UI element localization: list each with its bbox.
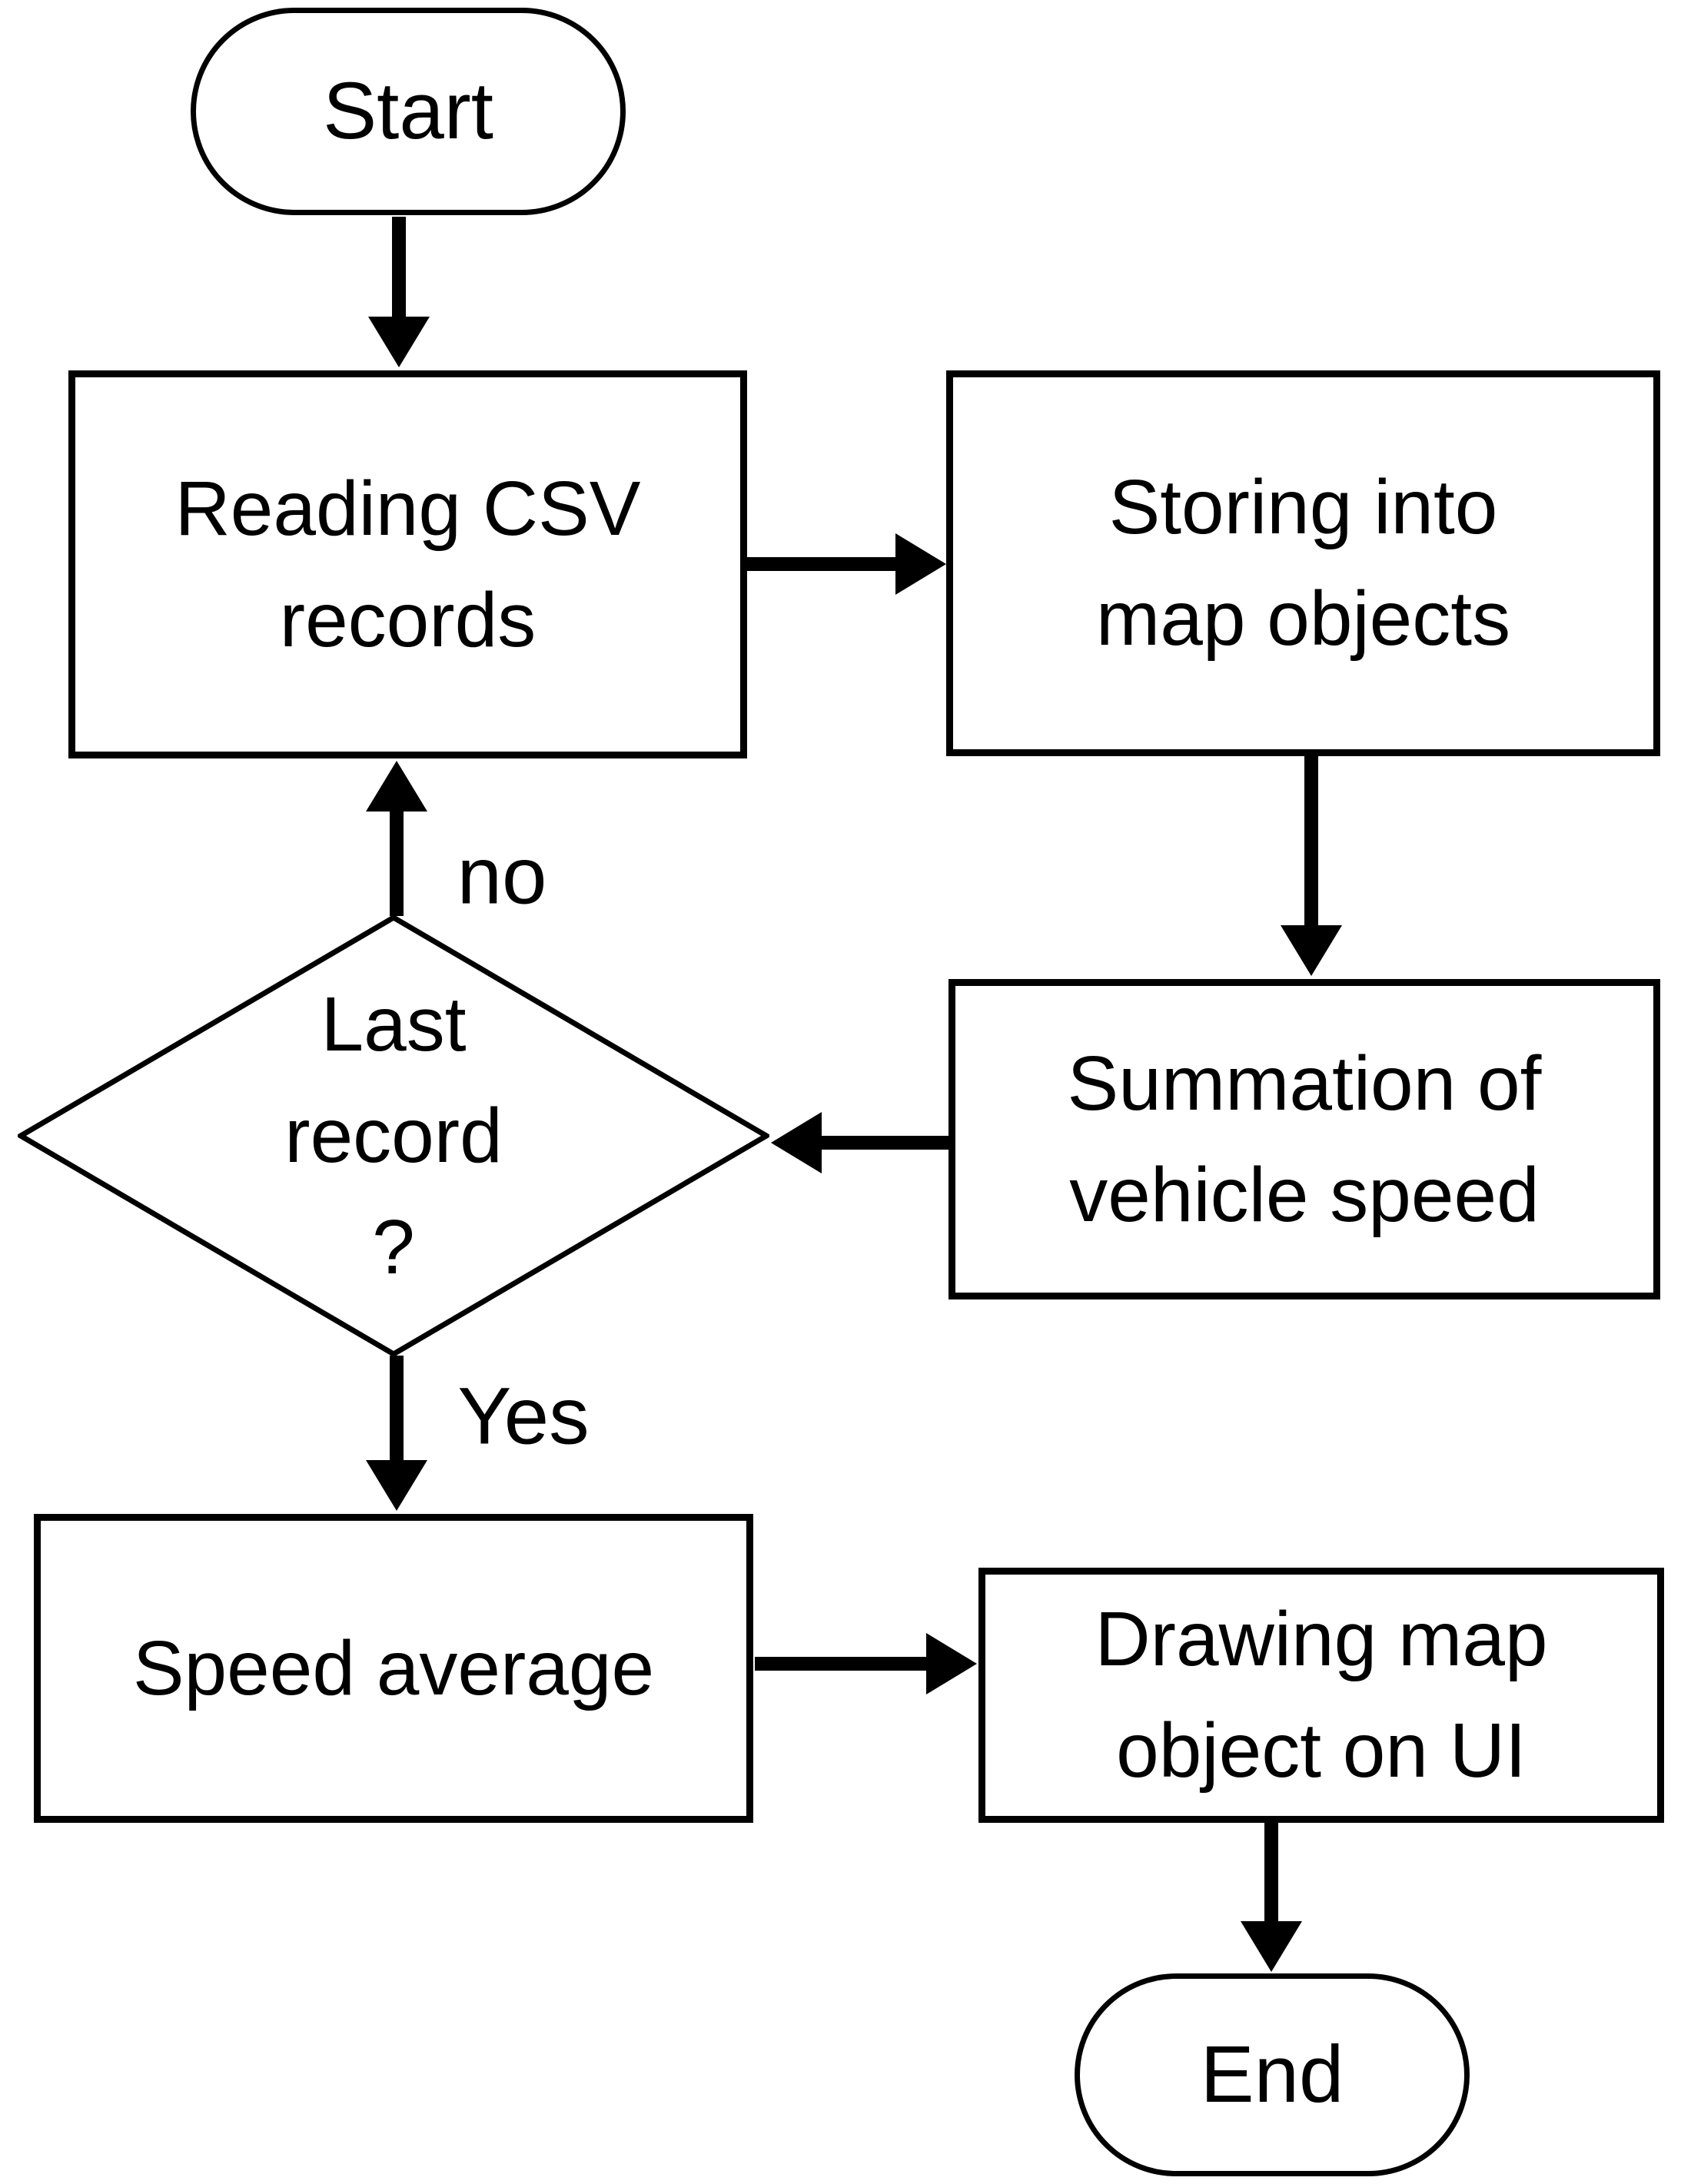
arrow-start-to-reading [368, 217, 430, 367]
arrow-drawing-to-end [1241, 1821, 1302, 1972]
arrow-decision-to-reading-no [366, 761, 427, 916]
node-speed-average-label: Speed average [132, 1625, 655, 1711]
arrow-storing-to-summation [1281, 755, 1342, 976]
node-storing-into-map-objects-label: Storing into map objects [1095, 464, 1511, 662]
edge-label-yes: Yes [457, 1371, 590, 1462]
node-storing-into-map-objects: Storing into map objects [946, 370, 1660, 756]
arrow-decision-to-speed-yes [366, 1356, 427, 1511]
node-start-label: Start [323, 65, 493, 156]
node-speed-average: Speed average [34, 1514, 753, 1823]
edge-label-no: no [457, 831, 547, 921]
node-reading-csv-records: Reading CSV records [68, 370, 747, 758]
node-reading-csv-records-label: Reading CSV records [174, 465, 641, 663]
arrow-speed-to-drawing [755, 1633, 977, 1694]
node-summation-of-vehicle-speed: Summation of vehicle speed [948, 979, 1660, 1299]
node-end-label: End [1200, 2029, 1344, 2119]
node-drawing-map-object-on-ui-label: Drawing map object on UI [1095, 1596, 1548, 1794]
arrow-reading-to-storing [746, 533, 946, 595]
node-summation-of-vehicle-speed-label: Summation of vehicle speed [1067, 1040, 1542, 1238]
node-last-record-decision-label: Last record ? [284, 981, 503, 1290]
node-start: Start [191, 8, 626, 215]
node-drawing-map-object-on-ui: Drawing map object on UI [978, 1568, 1664, 1823]
decision-diamond-shape [18, 914, 769, 1357]
arrow-summation-to-decision [771, 1112, 950, 1173]
node-last-record-decision: Last record ? [18, 914, 769, 1357]
node-end: End [1075, 1973, 1470, 2176]
